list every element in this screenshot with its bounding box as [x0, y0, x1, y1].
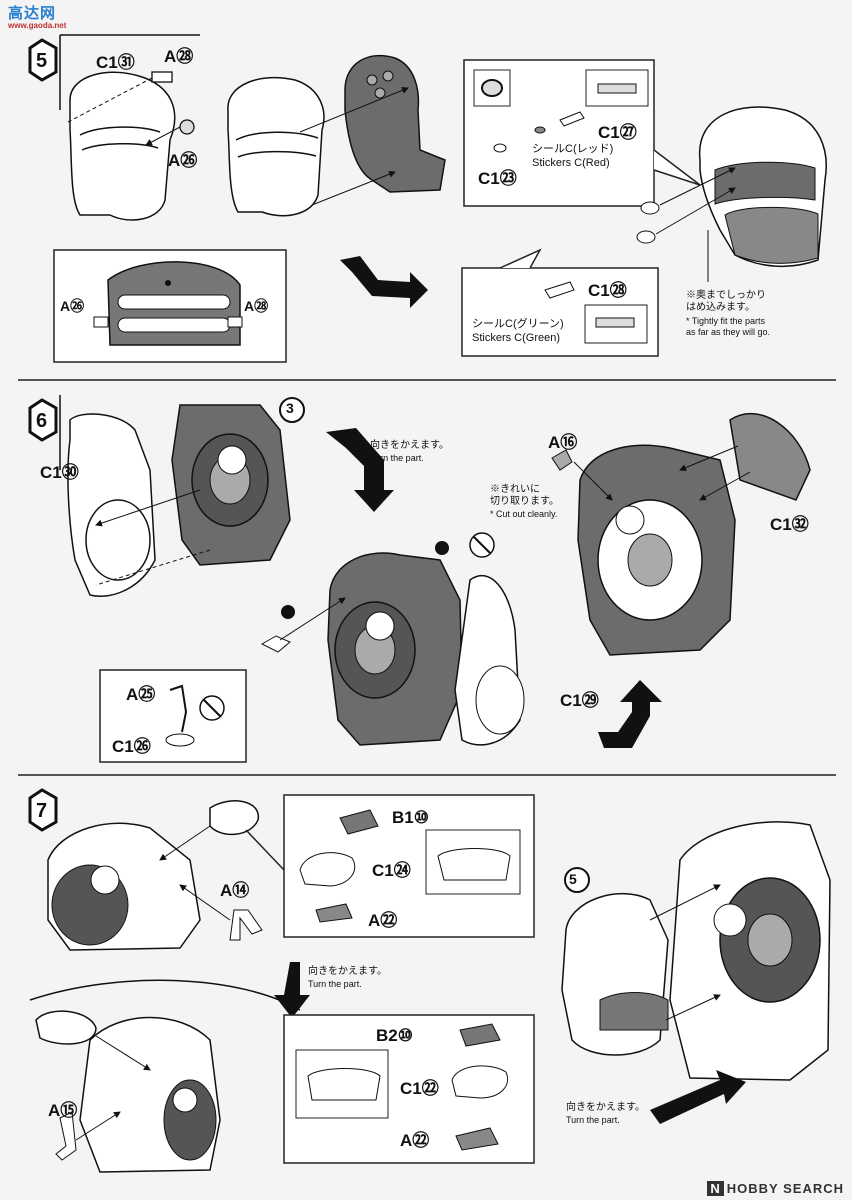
ref-step-5: 5: [569, 871, 577, 887]
sticker-green-en: Stickers C(Green): [472, 332, 561, 344]
part-label-a28: A㉘: [164, 47, 194, 66]
part-label-a26-inset: A㉖: [60, 298, 85, 314]
part-label-c1-24: C1㉔: [372, 861, 411, 880]
step6-badge: [28, 398, 58, 442]
step5-number: 5: [36, 50, 48, 72]
step6-illustration: [18, 395, 836, 776]
turn-arrow-s7-bottom: [650, 1070, 746, 1124]
cut-note-en: * Cut out cleanly.: [490, 509, 558, 519]
part-label-c1-27: C1㉗: [598, 123, 637, 142]
step7-number: 7: [36, 800, 48, 822]
part-label-a16: A⑯: [548, 433, 578, 452]
turn-note-jp-s7-bottom: 向きをかえます。: [566, 1102, 645, 1113]
turn-note-en-s7-bottom: Turn the part.: [566, 1115, 620, 1125]
part-label-c1-32: C1㉜: [770, 515, 809, 534]
part-label-b2-10: B2⑩: [376, 1026, 413, 1045]
part-label-c1-23: C1㉓: [478, 169, 517, 188]
head-shell-mid: [227, 76, 325, 217]
part-label-c1-31: C1㉛: [96, 53, 135, 72]
part-label-c1-30: C1㉚: [40, 463, 79, 482]
turn-note-jp-s6: 向きをかえます。: [370, 440, 449, 451]
part-label-a25: A㉕: [126, 685, 156, 704]
head-dark-piece: [344, 54, 446, 193]
turn-note-en-s7: Turn the part.: [308, 979, 362, 989]
part-label-a28-inset: A㉘: [244, 298, 269, 314]
turn-arrow-s6-down: [326, 428, 394, 512]
part-label-c1-28: C1㉘: [588, 281, 627, 300]
site-watermark: 高达网 www.gaoda.net: [8, 5, 67, 30]
cut-note-jp: ※きれいに 切り取ります。: [490, 484, 559, 507]
ref-step-3: 3: [286, 400, 294, 416]
fit-note-en: * Tightly fit the parts as far as they w…: [686, 316, 771, 337]
step6-number: 6: [36, 410, 48, 432]
turn-arrow-s6-up: [598, 680, 662, 748]
part-label-a14: A⑭: [220, 881, 250, 900]
part-label-c1-26: C1㉖: [112, 737, 151, 756]
sticker-green-jp: シールC(グリーン): [472, 318, 564, 330]
part-label-c1-22: C1㉒: [400, 1079, 439, 1098]
sticker-red-jp: シールC(レッド): [532, 143, 614, 155]
head-shell-left: [69, 71, 176, 221]
part-label-a26: A㉖: [168, 151, 198, 170]
sticker-red-en: Stickers C(Red): [532, 157, 610, 169]
step5-illustration: [18, 34, 836, 381]
step7-illustration: [28, 788, 831, 1173]
head-attached-step7: [561, 892, 669, 1056]
turn-note-en-s6: Turn the part.: [370, 453, 424, 463]
turn-arrow-s5: [340, 256, 428, 308]
part-label-a15: A⑮: [48, 1101, 78, 1120]
part-label-a22-top: A㉒: [368, 911, 398, 930]
turn-note-jp-s7: 向きをかえます。: [308, 966, 387, 977]
step7-badge: [28, 788, 58, 832]
turn-arrow-s7: [274, 962, 310, 1018]
fit-note-jp: ※奥までしっかり はめ込みます。: [686, 290, 766, 313]
part-label-b1-10: B1⑩: [392, 808, 429, 827]
step5-badge: [28, 38, 58, 82]
part-label-c1-29: C1㉙: [560, 691, 599, 710]
part-label-a22-bottom: A㉒: [400, 1131, 430, 1150]
